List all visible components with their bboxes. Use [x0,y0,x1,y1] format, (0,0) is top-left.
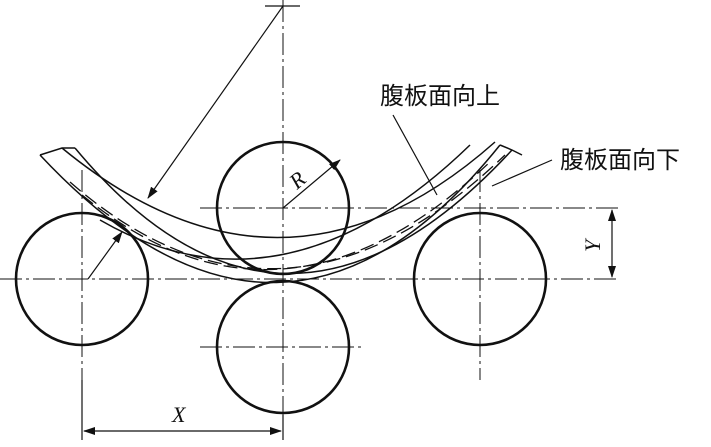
workpiece-inner-edge [74,147,513,275]
y-label: Y [580,237,605,252]
web-up-leader [392,114,438,196]
web-down-dashed-profile [69,154,506,270]
radius-leader-lower [87,231,123,280]
web-face-upper-profile [61,141,496,239]
x-label: X [171,402,187,427]
rolls [14,140,548,415]
workpiece-right-end [499,144,523,156]
left-roll [14,211,150,347]
web-down-label: 腹板面向下 [560,146,680,174]
bottom-roll [215,279,351,415]
right-roll [412,211,548,347]
workpiece [39,141,523,284]
workpiece-outer-edge [39,144,501,284]
web-down-dashed-profile-2 [81,159,493,271]
radius-leader-upper [147,5,284,199]
radius-label: R [283,166,311,195]
web-face-inner-profile [99,144,471,260]
web-down-leader [491,159,553,187]
center-lines [0,0,620,415]
web-up-label: 腹板面向上 [380,82,500,110]
radius-dimension-line [282,159,341,209]
hidden-profiles [69,154,506,271]
x-dimension [81,380,284,440]
